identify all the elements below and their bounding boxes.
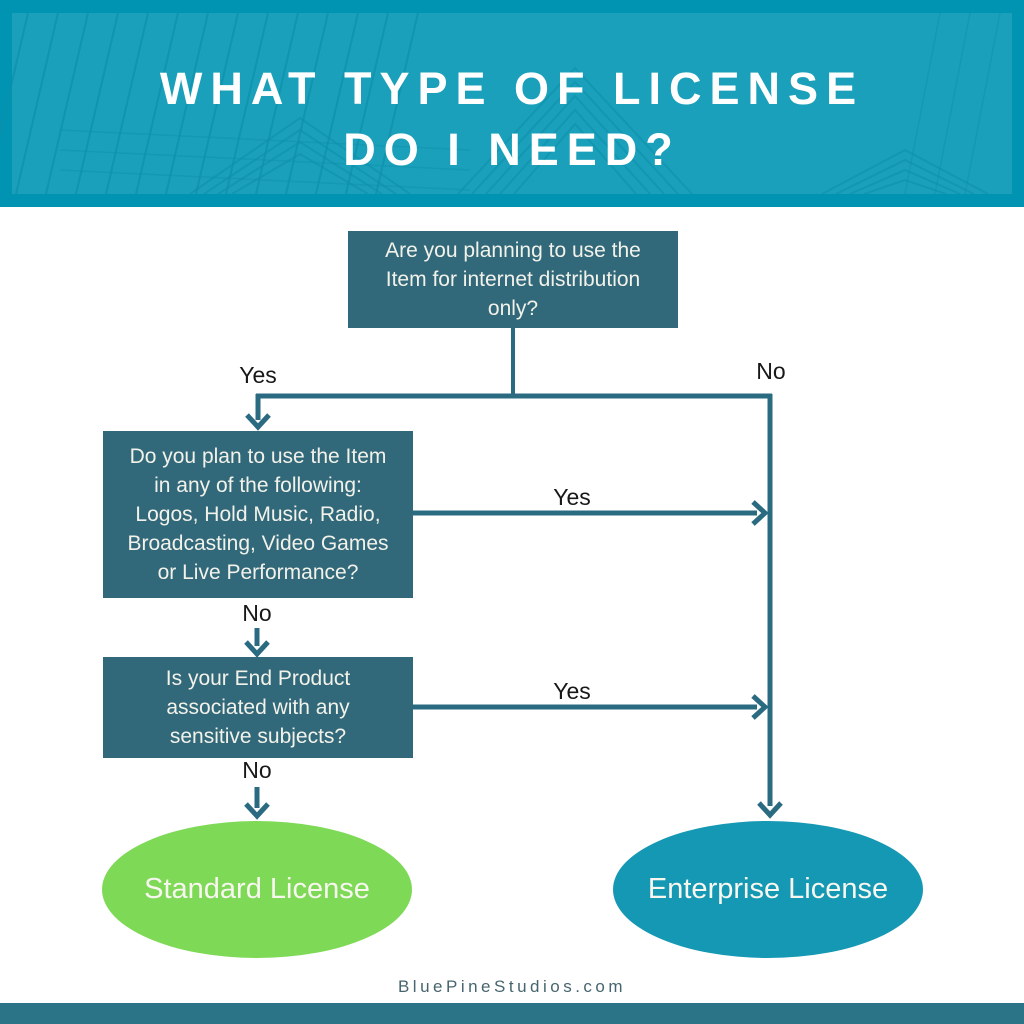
arrowhead-down-standard	[244, 802, 270, 820]
branch-label-q1-yes: Yes	[239, 362, 277, 388]
arrowhead-down-q3	[244, 640, 270, 658]
arrowhead-down-enterprise	[757, 801, 783, 819]
question-box-internet-distribution: Are you planning to use the Item for int…	[348, 231, 678, 328]
question-box-usage-types: Do you plan to use the Item in any of th…	[103, 431, 413, 598]
page-title-line2: DO I NEED?	[343, 124, 681, 175]
page-title: WHAT TYPE OF LICENSE DO I NEED?	[0, 58, 1024, 180]
branch-label-q2-no: No	[242, 600, 272, 626]
branch-label-q3-no: No	[242, 757, 272, 783]
arrowhead-right-q2-yes	[751, 500, 769, 526]
page-title-line1: WHAT TYPE OF LICENSE	[159, 63, 865, 114]
arrowhead-down-q2	[245, 413, 271, 431]
outcome-standard-license: Standard License	[102, 821, 412, 958]
bottom-accent-bar	[0, 1003, 1024, 1024]
branch-label-q2-yes: Yes	[553, 484, 591, 510]
header-pattern	[0, 0, 1024, 207]
question-box-sensitive-subjects: Is your End Product associated with any …	[103, 657, 413, 758]
website-credit: BluePineStudios.com	[397, 977, 627, 996]
outcome-standard-license-label: Standard License	[144, 873, 370, 905]
outcome-enterprise-license-label: Enterprise License	[647, 873, 889, 905]
branch-label-q3-yes: Yes	[553, 678, 591, 704]
branch-label-q1-no: No	[756, 358, 786, 384]
outcome-enterprise-license: Enterprise License	[613, 821, 923, 958]
arrowhead-right-q3-yes	[751, 694, 769, 720]
header-banner: WHAT TYPE OF LICENSE DO I NEED?	[0, 0, 1024, 207]
